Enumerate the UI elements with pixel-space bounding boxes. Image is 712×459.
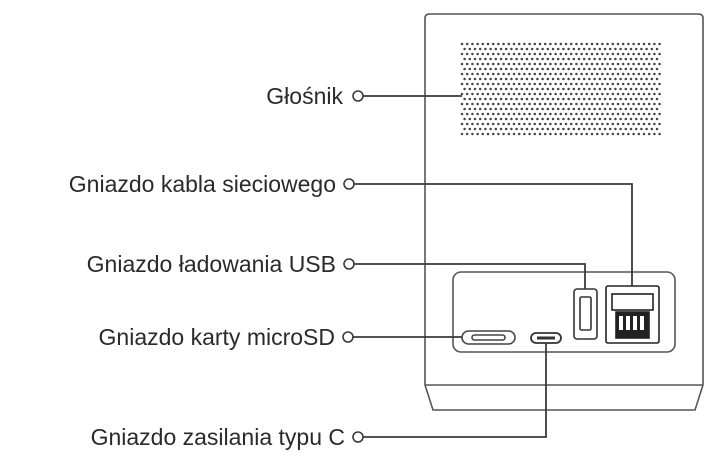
label-speaker: Głośnik — [266, 83, 343, 109]
label-power: Gniazdo zasilania typu C — [91, 424, 345, 450]
leader-line-power — [363, 343, 547, 438]
leader-markers — [342, 90, 364, 443]
marker-microsd — [342, 331, 354, 343]
port-panel — [452, 271, 676, 353]
usb-c-port — [530, 332, 562, 344]
speaker-grille — [460, 42, 661, 136]
marker-power — [352, 431, 364, 443]
ethernet-port — [605, 285, 660, 344]
marker-usb — [343, 258, 355, 270]
usb-port — [573, 288, 598, 340]
leader-lines — [353, 95, 633, 438]
label-microsd: Gniazdo karty microSD — [99, 324, 335, 350]
label-ethernet: Gniazdo kabla sieciowego — [69, 171, 336, 197]
marker-ethernet — [343, 178, 355, 190]
microsd-slot — [461, 330, 516, 345]
device-body — [424, 13, 704, 411]
label-usb: Gniazdo ładowania USB — [87, 251, 336, 277]
leader-line-ethernet — [354, 183, 633, 286]
leader-line-usb — [354, 263, 586, 289]
marker-speaker — [352, 90, 364, 102]
